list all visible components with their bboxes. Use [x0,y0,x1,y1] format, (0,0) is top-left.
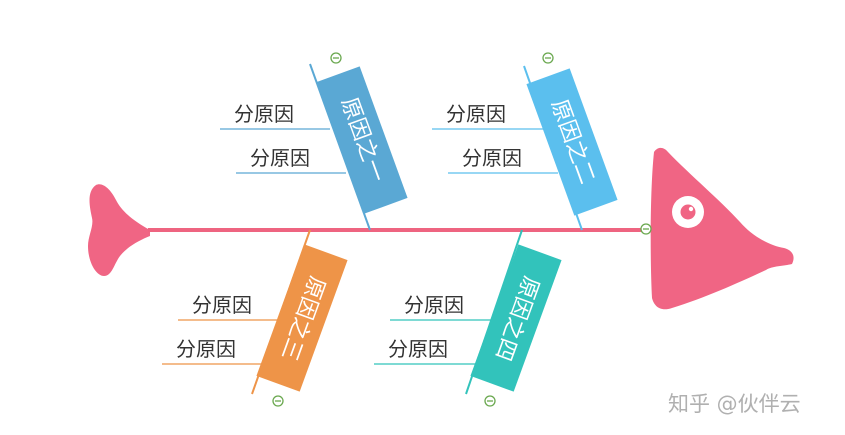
sub-cause-4b[interactable]: 分原因 [388,337,448,361]
watermark: 知乎 @伙伴云 [668,392,801,416]
sub-cause-1a[interactable]: 分原因 [234,102,294,126]
cause-box-2[interactable] [526,68,618,216]
sub-cause-3b[interactable]: 分原因 [176,337,236,361]
collapse-toggle-spine[interactable] [640,223,652,235]
cause-box-3[interactable] [256,244,348,392]
cause-box-4[interactable] [470,244,562,392]
cause-box-1[interactable] [316,66,408,214]
fish-head [650,147,794,310]
collapse-toggle-cause-3[interactable] [272,395,284,407]
sub-cause-4a[interactable]: 分原因 [404,293,464,317]
fish-pupil-highlight [688,206,694,212]
sub-cause-2a[interactable]: 分原因 [446,102,506,126]
sub-cause-3a[interactable]: 分原因 [192,293,252,317]
fish-tail [88,184,150,276]
collapse-toggle-cause-2[interactable] [542,52,554,64]
sub-cause-1b[interactable]: 分原因 [250,146,310,170]
fish-pupil [680,204,696,220]
collapse-toggle-cause-4[interactable] [484,395,496,407]
collapse-toggle-cause-1[interactable] [330,52,342,64]
sub-cause-2b[interactable]: 分原因 [462,146,522,170]
